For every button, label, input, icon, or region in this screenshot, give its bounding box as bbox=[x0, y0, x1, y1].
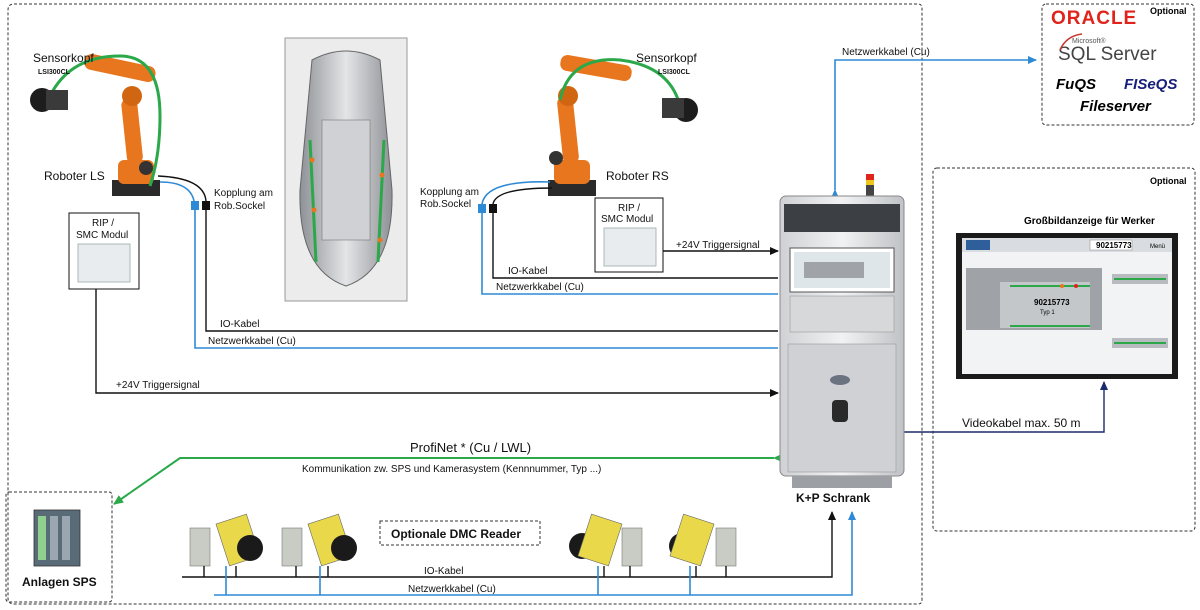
dmc-reader-group-left bbox=[189, 513, 357, 595]
screen-id-top: 90215773 bbox=[1096, 241, 1132, 250]
grossbild-title: Großbildanzeige für Werker bbox=[1024, 216, 1155, 227]
optional-db-frame bbox=[1041, 3, 1195, 126]
dmc-reader-label-box bbox=[379, 520, 541, 546]
sensor-model-right-label: LSI300CL bbox=[658, 69, 691, 76]
kopplung-left-label-2: Rob.Sockel bbox=[214, 201, 265, 212]
kopplung-left-black-connector bbox=[202, 201, 210, 210]
kopplung-right-label-1: Kopplung am bbox=[420, 187, 479, 198]
rip-left-label-2: SMC Modul bbox=[76, 230, 128, 241]
rip-left-device-icon bbox=[77, 243, 131, 283]
sqlserver-swoosh-icon bbox=[1059, 33, 1083, 51]
optional-display-frame bbox=[932, 167, 1196, 532]
kp-schrank-cabinet bbox=[779, 174, 905, 488]
main-dashed-frame bbox=[7, 3, 923, 605]
trigger-left-line bbox=[95, 289, 779, 397]
sensorkopf-left-label: Sensorkopf bbox=[33, 51, 94, 65]
roboter-ls-label: Roboter LS bbox=[44, 169, 105, 183]
large-display-screen bbox=[956, 233, 1178, 379]
kopplung-left-blue-connector bbox=[191, 201, 199, 210]
dmc-reader-group-right bbox=[569, 513, 737, 595]
kommunikation-label: Kommunikation zw. SPS und Kamerasystem (… bbox=[302, 464, 601, 475]
rip-right-device-icon bbox=[603, 227, 657, 267]
roboter-rs-label: Roboter RS bbox=[606, 169, 669, 183]
screen-typ-label: Typ 1 bbox=[1040, 310, 1055, 316]
netzwerk-bottom-label: Netzwerkkabel (Cu) bbox=[408, 584, 496, 595]
sqlserver-logo: SQL Server bbox=[1058, 44, 1157, 65]
rip-right-label-2: SMC Modul bbox=[601, 214, 653, 225]
sensor-model-left-label: LSI300CL bbox=[38, 69, 71, 76]
trigger-right-label: +24V Triggersignal bbox=[676, 240, 760, 251]
netzwerk-right-line bbox=[481, 213, 778, 295]
kopplung-right-blue-connector bbox=[478, 204, 486, 213]
fiseqs-label: FISeQS bbox=[1124, 76, 1177, 93]
sps-dashed-frame bbox=[5, 491, 113, 603]
anlagen-sps-label: Anlagen SPS bbox=[22, 575, 97, 589]
sensorkopf-right-label: Sensorkopf bbox=[636, 51, 697, 65]
videokabel-line bbox=[904, 381, 1108, 433]
io-kabel-bottom-line bbox=[182, 511, 836, 578]
kopplung-right-label-2: Rob.Sockel bbox=[420, 199, 471, 210]
optional-tag-db: Optional bbox=[1150, 6, 1187, 16]
netzwerk-bottom-line bbox=[214, 511, 856, 596]
kopplung-left-label-1: Kopplung am bbox=[214, 188, 273, 199]
io-kabel-right-line bbox=[492, 213, 778, 279]
netzwerk-left-line bbox=[194, 210, 778, 349]
netzwerk-left-label: Netzwerkkabel (Cu) bbox=[208, 336, 296, 347]
netzwerk-top-line bbox=[831, 56, 1037, 198]
oracle-logo: ORACLE bbox=[1051, 8, 1137, 29]
io-kabel-right-label: IO-Kabel bbox=[508, 266, 547, 277]
rip-left-label-1: RIP / bbox=[92, 218, 114, 229]
car-body-icon bbox=[299, 50, 393, 287]
trigger-left-label: +24V Triggersignal bbox=[116, 380, 200, 391]
io-kabel-bottom-label: IO-Kabel bbox=[424, 566, 463, 577]
robot-ls-icon bbox=[30, 53, 162, 196]
fuqs-label: FuQS bbox=[1056, 76, 1096, 93]
netzwerk-right-label: Netzwerkkabel (Cu) bbox=[496, 282, 584, 293]
optional-tag-display: Optional bbox=[1150, 176, 1187, 186]
rip-right-label-1: RIP / bbox=[618, 203, 640, 214]
screen-id-mid: 90215773 bbox=[1034, 298, 1070, 307]
profinet-label: ProfiNet * (Cu / LWL) bbox=[410, 440, 531, 455]
kp-schrank-label: K+P Schrank bbox=[796, 491, 870, 505]
sps-plc-icon bbox=[33, 509, 81, 567]
io-kabel-left-label: IO-Kabel bbox=[220, 319, 259, 330]
profinet-line bbox=[113, 453, 783, 505]
microsoft-label: Microsoft® bbox=[1072, 37, 1106, 45]
io-kabel-left-line bbox=[205, 210, 778, 332]
kopplung-right-black-connector bbox=[489, 204, 497, 213]
fileserver-label: Fileserver bbox=[1080, 98, 1152, 115]
screen-menu-label: Menü bbox=[1150, 244, 1165, 250]
videokabel-label: Videokabel max. 50 m bbox=[962, 416, 1081, 430]
dmc-reader-label: Optionale DMC Reader bbox=[391, 527, 521, 541]
robot-rs-icon bbox=[548, 54, 698, 196]
netzwerk-top-label: Netzwerkkabel (Cu) bbox=[842, 47, 930, 58]
